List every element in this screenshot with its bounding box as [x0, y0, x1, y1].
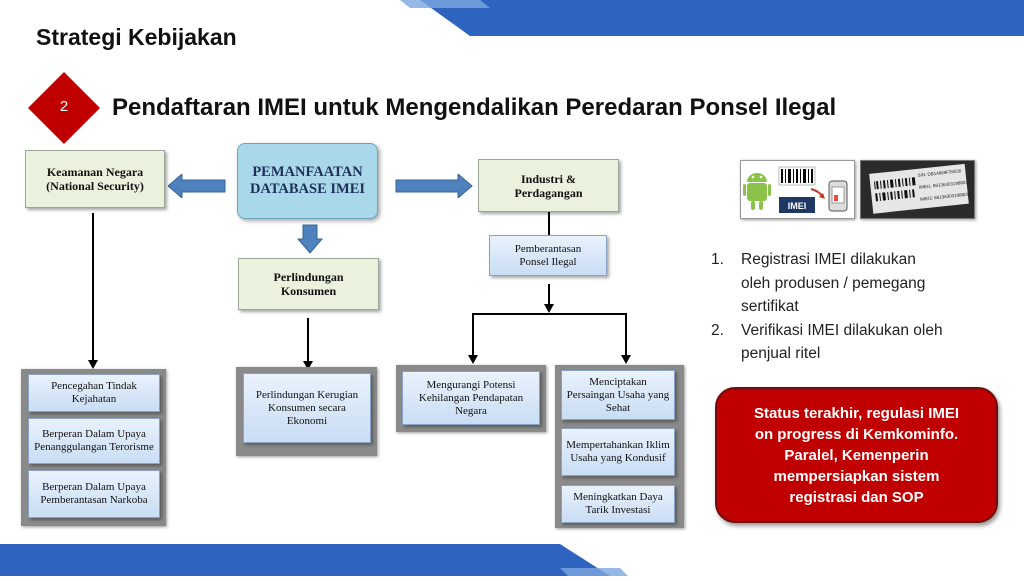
list-item: 2. Verifikasi IMEI dilakukan oleh penjua…	[711, 319, 1011, 366]
list-item-number: 1.	[711, 251, 724, 268]
right-left-item-1: Mengurangi Potensi Kehilangan Pendapatan…	[402, 371, 540, 425]
pemberantasan-label: Pemberantasan Ponsel Ilegal	[514, 242, 582, 268]
section-title: Strategi Kebijakan	[36, 24, 237, 50]
badge-number: 2	[59, 98, 69, 115]
status-text: Status terakhir, regulasi IMEI	[753, 404, 960, 422]
connector-arrowhead	[303, 361, 313, 370]
pemberantasan-box: Pemberantasan Ponsel Ilegal	[489, 235, 607, 276]
sticker-text-3: IMEI2: 861363031988016	[920, 191, 973, 201]
left-item-3: Berperan Dalam Upaya Pemberantasan Narko…	[28, 470, 160, 518]
list-item-text: Registrasi IMEI dilakukan	[741, 251, 916, 268]
industri-perdagangan-label: Industri & Perdagangan	[514, 171, 583, 200]
connector-arrowhead	[621, 355, 631, 364]
left-item-1-label: Pencegahan Tindak Kejahatan	[51, 380, 137, 405]
imei-sticker-photo: S/N: DB14869F35030 IMEI1: 86136303198801…	[860, 160, 975, 219]
hub-label: PEMANFAATAN DATABASE IMEI	[249, 164, 366, 197]
status-text: registrasi dan SOP	[789, 488, 924, 506]
status-text: on progress di Kemkominfo.	[754, 425, 959, 443]
arrow-right-icon	[395, 174, 473, 198]
connector-line	[625, 313, 627, 357]
connector-arrowhead	[544, 304, 554, 313]
phone-icon	[828, 180, 848, 212]
list-item-text: Verifikasi IMEI dilakukan oleh	[741, 321, 943, 339]
left-item-1: Pencegahan Tindak Kejahatan	[28, 374, 160, 412]
connector-line	[548, 284, 550, 306]
android-icon	[743, 173, 771, 210]
arrow-down-icon	[297, 224, 323, 254]
right-left-item-1-label: Mengurangi Potensi Kehilangan Pendapatan…	[418, 378, 524, 417]
bottom-left-band	[0, 540, 1024, 576]
right-right-item-1-label: Menciptakan Persaingan Usaha yang Sehat	[566, 375, 670, 414]
barcode-icon	[778, 166, 816, 186]
page-title: Pendaftaran IMEI untuk Mengendalikan Per…	[112, 94, 837, 121]
connector-line	[472, 313, 474, 357]
left-item-2-label: Berperan Dalam Upaya Penanggulangan Tero…	[34, 428, 154, 453]
right-right-item-3: Meningkatkan Daya Tarik Investasi	[561, 485, 675, 523]
status-text: mempersiapkan sistem	[773, 467, 940, 485]
list-item-text: penjual ritel	[741, 345, 821, 362]
industri-perdagangan-box: Industri & Perdagangan	[478, 159, 619, 212]
section-number-badge: 2	[28, 72, 100, 144]
connector-arrowhead	[468, 355, 478, 364]
left-item-2: Berperan Dalam Upaya Penanggulangan Tero…	[28, 418, 160, 464]
perlindungan-konsumen-label: Perlindungan Konsumen	[273, 270, 344, 298]
keamanan-negara-box: Keamanan Negara (National Security)	[25, 150, 165, 208]
perlindungan-konsumen-box: Perlindungan Konsumen	[238, 258, 379, 310]
connector-arrowhead	[88, 360, 98, 369]
left-item-3-label: Berperan Dalam Upaya Pemberantasan Narko…	[40, 481, 148, 506]
sticker-text-1: S/N: DB14869F35030	[917, 168, 962, 178]
list-item-text: oleh produsen / pemegang	[741, 274, 926, 292]
right-right-item-2: Mempertahankan Iklim Usaha yang Kondusif	[561, 428, 675, 476]
imei-text: IMEI	[788, 201, 807, 211]
status-text: Paralel, Kemenperin	[784, 446, 929, 464]
right-right-item-2-label: Mempertahankan Iklim Usaha yang Kondusif	[566, 439, 670, 464]
imei-illustration: IMEI	[740, 160, 855, 219]
arrow-left-icon	[168, 174, 226, 198]
sticker-text-2: IMEI1: 861363031988016	[919, 179, 972, 189]
keamanan-negara-label: Keamanan Negara (National Security)	[46, 165, 144, 193]
list-item-number: 2.	[711, 321, 724, 339]
top-right-band	[0, 0, 1024, 40]
connector-line	[307, 318, 309, 362]
connector-line	[472, 313, 627, 315]
hub-box: PEMANFAATAN DATABASE IMEI	[237, 143, 378, 219]
connector-line	[92, 213, 94, 361]
connector-line	[548, 212, 550, 235]
right-right-item-3-label: Meningkatkan Daya Tarik Investasi	[573, 491, 663, 516]
numbered-list: 1. Registrasi IMEI dilakukan oleh produs…	[711, 248, 1011, 366]
list-item-text: sertifikat	[741, 298, 799, 315]
right-right-item-1: Menciptakan Persaingan Usaha yang Sehat	[561, 370, 675, 420]
status-callout: Status terakhir, regulasi IMEI on progre…	[715, 387, 998, 523]
list-item: 1. Registrasi IMEI dilakukan oleh produs…	[711, 248, 1011, 319]
middle-item-1-label: Perlindungan Kerugian Konsumen secara Ek…	[255, 388, 359, 427]
middle-item-1: Perlindungan Kerugian Konsumen secara Ek…	[243, 373, 371, 443]
